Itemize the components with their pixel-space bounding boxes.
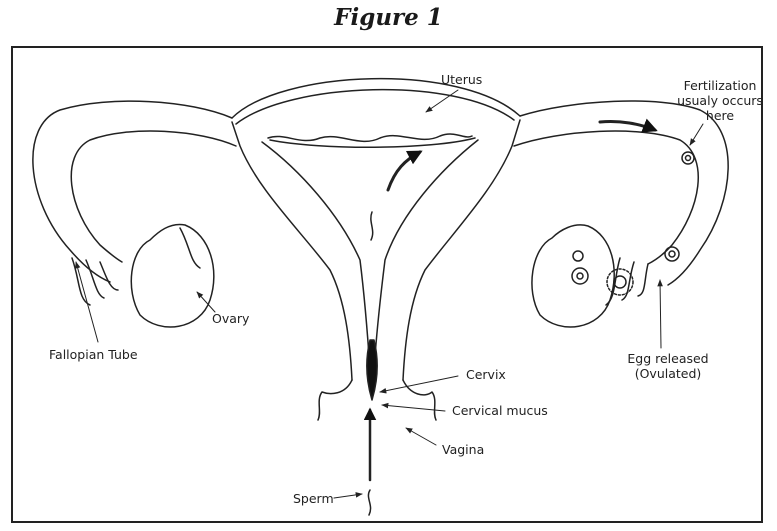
egg-cells [664, 151, 695, 262]
uterus-outline [231, 77, 521, 421]
sperm-icon [367, 489, 372, 516]
label-fertilization-line3: here [705, 108, 735, 123]
label-sperm: Sperm [293, 491, 334, 506]
label-cervical-mucus: Cervical mucus [452, 403, 548, 418]
left-fallopian-tube [32, 100, 237, 306]
label-egg-released: Egg released (Ovulated) [615, 351, 721, 381]
label-egg-line2: (Ovulated) [634, 366, 702, 381]
label-cervix: Cervix [466, 367, 506, 382]
figure-title: Figure 1 [334, 4, 443, 31]
label-fertilization: Fertilization usualy occurs here [672, 78, 768, 123]
sperm-path-arrow [386, 150, 423, 192]
label-vagina: Vagina [442, 442, 485, 457]
sperm-path-arrow [598, 118, 658, 133]
sperm-icon [370, 211, 374, 241]
label-leaders [74, 89, 704, 499]
left-ovary [130, 223, 215, 328]
label-ovary: Ovary [212, 311, 250, 326]
label-fallopian-tube: Fallopian Tube [49, 347, 138, 362]
label-egg-line1: Egg released [627, 351, 709, 366]
label-fertilization-line1: Fertilization [683, 78, 757, 93]
figure-frame [11, 46, 763, 523]
label-fertilization-line2: usualy occurs [677, 93, 763, 108]
right-ovary [531, 224, 634, 328]
label-uterus: Uterus [441, 72, 483, 87]
cervix-canal [366, 339, 378, 401]
right-fallopian-tube [513, 100, 729, 306]
